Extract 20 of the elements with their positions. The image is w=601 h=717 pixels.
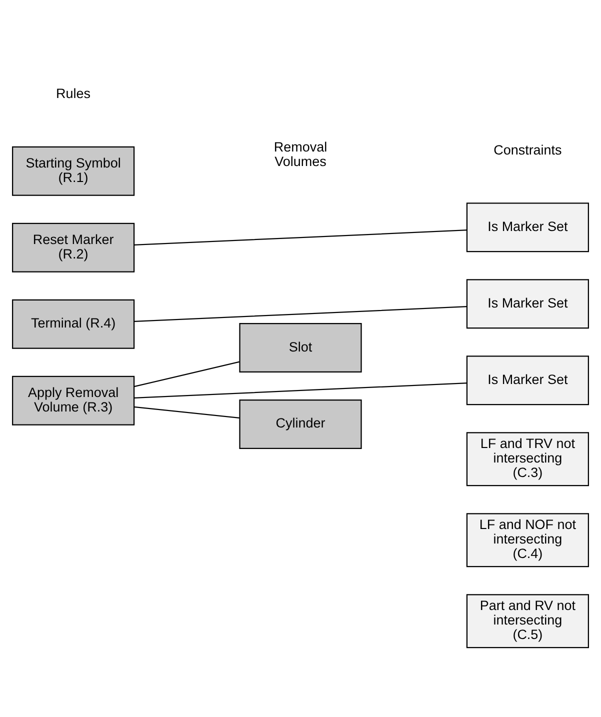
node-box: Terminal (R.4): [12, 298, 135, 348]
connector: [134, 382, 467, 398]
node-box: Cylinder: [239, 399, 362, 448]
node-box: Starting Symbol (R.1): [12, 146, 135, 196]
label: Removal Volumes: [274, 139, 328, 169]
node-box: Reset Marker (R.2): [12, 222, 135, 272]
node-box: Apply Removal Volume (R.3): [12, 375, 135, 425]
label: Rules: [56, 86, 91, 101]
node-box: Is Marker Set: [466, 355, 589, 405]
connector: [134, 229, 467, 245]
node-box: LF and NOF not intersecting (C.4): [466, 512, 589, 567]
node-box: LF and TRV not intersecting (C.3): [466, 432, 589, 486]
connector: [134, 306, 467, 322]
node-box: Part and RV not intersecting (C.5): [466, 594, 589, 648]
connector: [134, 406, 240, 418]
connector: [134, 360, 240, 387]
node-box: Is Marker Set: [466, 278, 589, 328]
label: Constraints: [494, 142, 562, 157]
node-box: Is Marker Set: [466, 202, 589, 252]
node-box: Slot: [239, 322, 362, 372]
